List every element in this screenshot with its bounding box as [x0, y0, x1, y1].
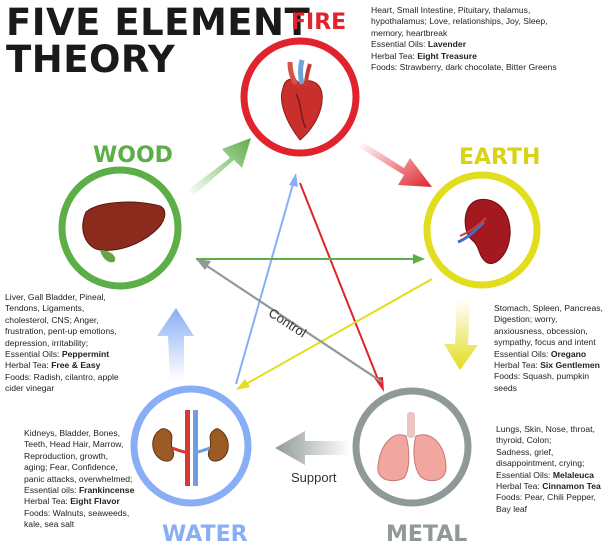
earth-oil-label: Essential Oils:: [494, 349, 548, 359]
water-info-line: Teeth, Head Hair, Marrow,: [24, 439, 134, 450]
wood-tea-row: Herbal Tea: Free & Easy: [5, 360, 119, 371]
wood-tea-value: Free & Easy: [51, 360, 100, 370]
metal-foods-line: Bay leaf: [496, 504, 601, 515]
metal-tea-label: Herbal Tea:: [496, 481, 540, 491]
earth-info-line: Stomach, Spleen, Pancreas,: [494, 303, 603, 314]
wood-info-line: cholesterol, CNS; Anger,: [5, 315, 119, 326]
support-arrow-wood-fire: [188, 138, 251, 196]
water-info: Kidneys, Bladder, Bones, Teeth, Head Hai…: [24, 428, 134, 531]
fire-tea-value: Eight Treasure: [417, 51, 477, 61]
water-info-line: aging; Fear, Confidence,: [24, 462, 134, 473]
wood-oil-row: Essential Oils: Peppermint: [5, 349, 119, 360]
earth-oil-value: Oregano: [551, 349, 586, 359]
metal-foods-line: Foods: Pear, Chili Pepper,: [496, 492, 601, 503]
fire-info-line: hypothalamus; Love, relationships, Joy, …: [371, 16, 557, 27]
control-line-water-fire: [236, 173, 298, 384]
metal-info-line: thyroid, Colon;: [496, 435, 601, 446]
water-info-line: Kidneys, Bladder, Bones,: [24, 428, 134, 439]
fire-tea-label: Herbal Tea:: [371, 51, 415, 61]
water-oil-row: Essential oils: Frankincense: [24, 485, 134, 496]
support-arrow-earth-metal: [444, 300, 478, 370]
fire-foods: Foods: Strawberry, dark chocolate, Bitte…: [371, 62, 557, 73]
earth-info-line: sympathy, focus and intent: [494, 337, 603, 348]
fire-oil-label: Essential Oils:: [371, 39, 425, 49]
wood-info-line: Tendons, Ligaments,: [5, 303, 119, 314]
control-line-earth-water: [236, 279, 432, 390]
wood-oil-value: Peppermint: [62, 349, 109, 359]
control-line-fire-metal: [300, 183, 384, 392]
water-tea-row: Herbal Tea: Eight Flavor: [24, 496, 134, 507]
water-info-line: Reproduction, growth,: [24, 451, 134, 462]
fire-label: FIRE: [291, 10, 346, 35]
earth-tea-value: Six Gentlemen: [540, 360, 600, 370]
water-foods-line: kale, sea salt: [24, 519, 134, 530]
fire-oil-value: Lavender: [428, 39, 466, 49]
support-arrow-metal-water: [275, 431, 350, 465]
water-oil-label: Essential oils:: [24, 485, 77, 495]
metal-info-line: Sadness, grief,: [496, 447, 601, 458]
earth-tea-row: Herbal Tea: Six Gentlemen: [494, 360, 603, 371]
water-info-line: panic attacks, overwhelmed;: [24, 474, 134, 485]
wood-info-line: frustration, pent-up emotions,: [5, 326, 119, 337]
wood-info-line: Liver, Gall Bladder, Pineal,: [5, 292, 119, 303]
fire-info-line: memory, heartbreak: [371, 28, 557, 39]
metal-info-line: disappointment, crying;: [496, 458, 601, 469]
earth-label: EARTH: [459, 145, 540, 170]
wood-tea-label: Herbal Tea:: [5, 360, 49, 370]
earth-info-line: anxiousness, obcession,: [494, 326, 603, 337]
wood-foods-line: cider vinegar: [5, 383, 119, 394]
support-label: Support: [291, 470, 337, 485]
earth-info: Stomach, Spleen, Pancreas, Digestion; wo…: [494, 303, 603, 394]
support-arrow-fire-earth: [360, 142, 432, 187]
metal-tea-value: Cinnamon Tea: [542, 481, 601, 491]
fire-info: Heart, Small Intestine, Pituitary, thala…: [371, 5, 557, 73]
metal-oil-value: Melaleuca: [553, 470, 594, 480]
water-tea-value: Eight Flavor: [70, 496, 120, 506]
wood-foods-line: Foods: Radish, cilantro, apple: [5, 372, 119, 383]
water-circle: [134, 389, 248, 503]
earth-foods-line: Foods: Squash, pumpkin: [494, 371, 603, 382]
water-label: WATER: [162, 522, 248, 547]
wood-info: Liver, Gall Bladder, Pineal, Tendons, Li…: [5, 292, 119, 395]
fire-tea-row: Herbal Tea: Eight Treasure: [371, 51, 557, 62]
metal-circle: [356, 391, 468, 503]
metal-info: Lungs, Skin, Nose, throat, thyroid, Colo…: [496, 424, 601, 515]
wood-info-line: depression, irritability;: [5, 338, 119, 349]
earth-info-line: Digestion; worry,: [494, 314, 603, 325]
earth-foods-line: seeds: [494, 383, 603, 394]
wood-label: WOOD: [93, 143, 173, 168]
water-oil-value: Frankincense: [79, 485, 134, 495]
earth-tea-label: Herbal Tea:: [494, 360, 538, 370]
water-foods-line: Foods: Walnuts, seaweeds,: [24, 508, 134, 519]
wood-oil-label: Essential Oils:: [5, 349, 59, 359]
water-tea-label: Herbal Tea:: [24, 496, 68, 506]
control-line-wood-earth: [196, 254, 425, 264]
fire-oil-row: Essential Oils: Lavender: [371, 39, 557, 50]
metal-oil-label: Essential Oils:: [496, 470, 550, 480]
metal-oil-row: Essential Oils: Melaleuca: [496, 470, 601, 481]
metal-info-line: Lungs, Skin, Nose, throat,: [496, 424, 601, 435]
support-arrow-water-wood: [157, 308, 194, 380]
earth-oil-row: Essential Oils: Oregano: [494, 349, 603, 360]
fire-info-line: Heart, Small Intestine, Pituitary, thala…: [371, 5, 557, 16]
metal-tea-row: Herbal Tea: Cinnamon Tea: [496, 481, 601, 492]
metal-label: METAL: [386, 522, 467, 547]
